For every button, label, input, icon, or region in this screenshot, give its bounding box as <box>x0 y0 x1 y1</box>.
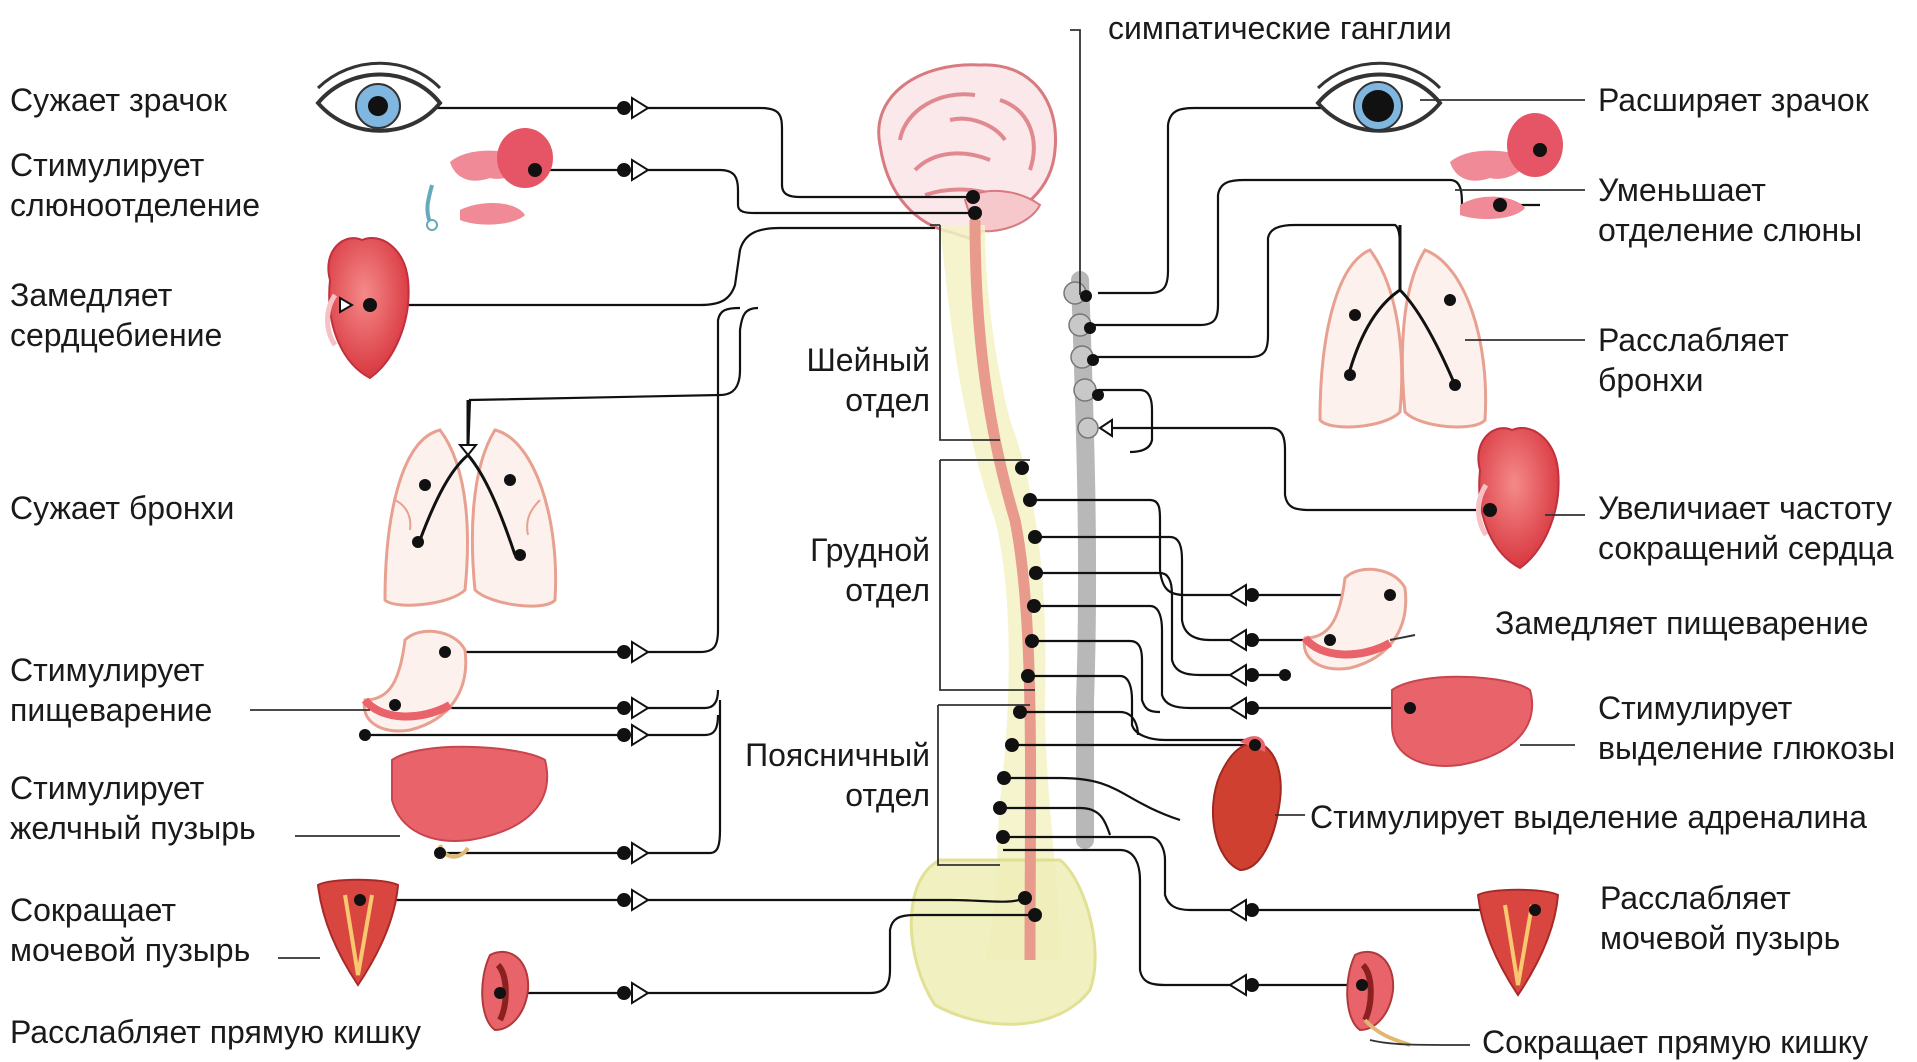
label-slows-digestion: Замедляет пищеварение <box>1495 603 1869 643</box>
salivary-glands-right <box>1450 113 1563 219</box>
stomach-right <box>1279 569 1415 681</box>
label-stimulates-glucose: Стимулирует выделение глюкозы <box>1598 688 1895 768</box>
liver-left <box>392 747 547 859</box>
label-constricts-bronchi: Сужает бронхи <box>10 488 234 528</box>
salivary-glands-left <box>427 128 553 230</box>
label-reduces-saliva: Уменьшает отделение слюны <box>1598 170 1862 250</box>
pelvis <box>911 860 1095 1024</box>
section-lumbar-label: Поясничный отдел <box>700 735 930 815</box>
eye-right <box>1318 63 1440 131</box>
left-ganglion-synapses <box>618 98 648 1003</box>
heart-left <box>328 238 409 378</box>
lungs-right <box>1320 225 1486 427</box>
bladder-right <box>1478 890 1558 995</box>
label-relaxes-bladder: Расслабляет мочевой пузырь <box>1600 878 1840 958</box>
rectum-left <box>482 952 528 1030</box>
section-cervical-label: Шейный отдел <box>740 340 930 420</box>
label-dilates-pupil: Расширяет зрачок <box>1598 80 1869 120</box>
ganglia-label: симпатические ганглии <box>1108 8 1452 48</box>
eye-left <box>318 63 440 131</box>
label-increases-heart-rate: Увеличиает частоту сокращений сердца <box>1598 488 1893 568</box>
label-constricts-pupil: Сужает зрачок <box>10 80 227 120</box>
section-thoracic-label: Грудной отдел <box>740 530 930 610</box>
label-contracts-bladder: Сокращает мочевой пузырь <box>10 890 250 970</box>
heart-right <box>1478 428 1558 568</box>
label-relaxes-rectum: Расслабляет прямую кишку <box>10 1012 421 1052</box>
bladder-left <box>318 880 398 985</box>
label-slows-heartbeat: Замедляет сердцебиение <box>10 275 222 355</box>
label-stimulates-gallbladder: Стимулирует желчный пузырь <box>10 768 256 848</box>
label-stimulates-digestion: Стимулирует пищеварение <box>10 650 212 730</box>
adrenal-kidney-right <box>1213 736 1281 870</box>
label-contracts-rectum: Сокращает прямую кишку <box>1482 1022 1868 1062</box>
label-stimulates-adrenaline: Стимулирует выделение адреналина <box>1310 797 1867 837</box>
label-stimulates-salivation: Стимулирует слюноотделение <box>10 145 260 225</box>
liver-right <box>1392 677 1532 766</box>
label-relaxes-bronchi: Расслабляет бронхи <box>1598 320 1789 400</box>
rectum-right <box>1347 952 1410 1045</box>
stomach-left <box>359 631 466 741</box>
lungs-left <box>385 400 556 606</box>
